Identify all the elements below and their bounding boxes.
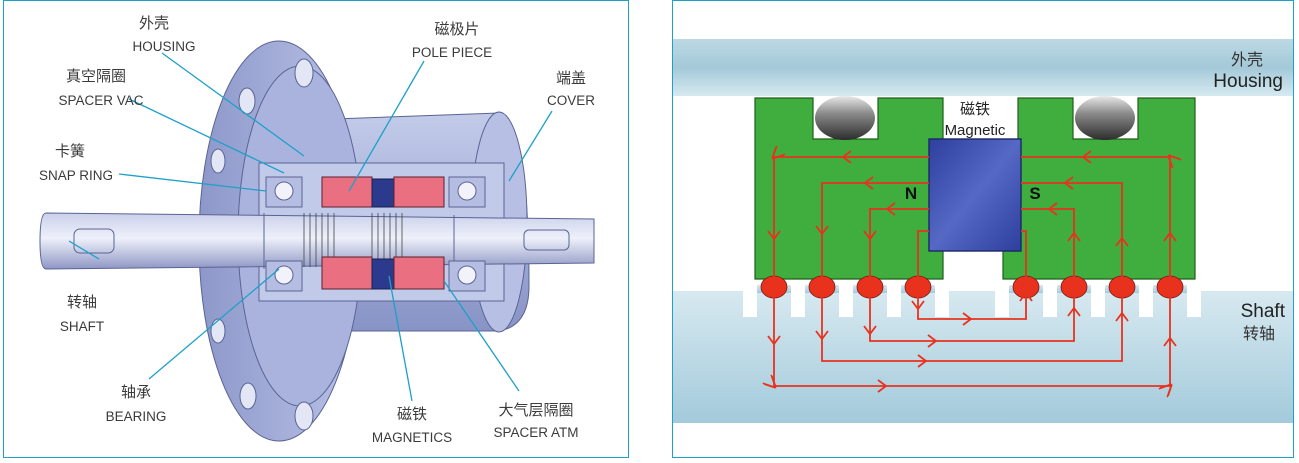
bearing-right [448,176,486,292]
label-spacer-atm-cn: 大气层隔圈 [498,402,573,419]
flux-arrowheads [767,150,1177,393]
label-shaft-cn: 转轴 [67,294,97,311]
bearing-left [265,176,303,292]
label-bearing-cn: 轴承 [121,384,151,401]
label-magnet-cn: 磁铁 [960,101,990,118]
pole-piece-bottom-right [393,256,445,290]
label-spacer-vac-en: SPACER VAC [58,93,143,108]
flange-bolt-holes [210,58,314,431]
label-magnetics-en: MAGNETICS [372,430,452,445]
label-bearing-en: BEARING [106,409,167,424]
label-shaft-cn: 转轴 [1243,325,1275,343]
cutaway-diagram-panel: 外壳 HOUSING 真空隔圈 SPACER VAC 卡簧 SNAP RING … [3,0,629,458]
label-south-pole: S [1029,184,1040,203]
label-north-pole: N [905,184,917,203]
magnet-block [928,138,1022,252]
shaft-keyway [73,228,115,254]
magnet-top [371,178,395,208]
label-housing-en: HOUSING [132,39,195,54]
cutaway-diagram: 外壳 HOUSING 真空隔圈 SPACER VAC 卡簧 SNAP RING … [39,15,595,445]
o-ring-left [815,96,875,140]
o-ring-right [1075,96,1135,140]
label-shaft-en: SHAFT [60,319,104,334]
label-cover-cn: 端盖 [556,70,586,87]
shaft [39,212,595,270]
label-housing-cn: 外壳 [1231,51,1263,69]
label-pole-piece-cn: 磁极片 [434,21,479,38]
label-spacer-atm-en: SPACER ATM [493,425,578,440]
pole-piece-top-left [321,176,373,208]
label-magnet-en: Magnetic [945,122,1006,139]
label-housing-cn: 外壳 [139,15,169,32]
pole-piece-bottom-left [321,256,373,290]
label-magnetics-cn: 磁铁 [397,406,427,423]
flux-diagram-panel: 外壳 Housing 磁铁 Magnetic N S Shaft 转轴 [672,0,1294,458]
label-housing-en: Housing [1213,71,1283,92]
leader-lines [68,52,553,402]
housing-band [673,39,1293,96]
label-pole-piece-en: POLE PIECE [412,45,492,60]
label-snap-ring-cn: 卡簧 [55,143,85,160]
shaft-keyway-2 [523,229,570,251]
label-shaft-en: Shaft [1241,301,1286,322]
label-spacer-vac-cn: 真空隔圈 [66,67,126,85]
label-cover-en: COVER [547,93,595,108]
flux-diagram: 外壳 Housing 磁铁 Magnetic N S Shaft 转轴 [673,39,1293,423]
pole-piece-top-right [393,176,445,208]
label-snap-ring-en: SNAP RING [39,168,113,183]
